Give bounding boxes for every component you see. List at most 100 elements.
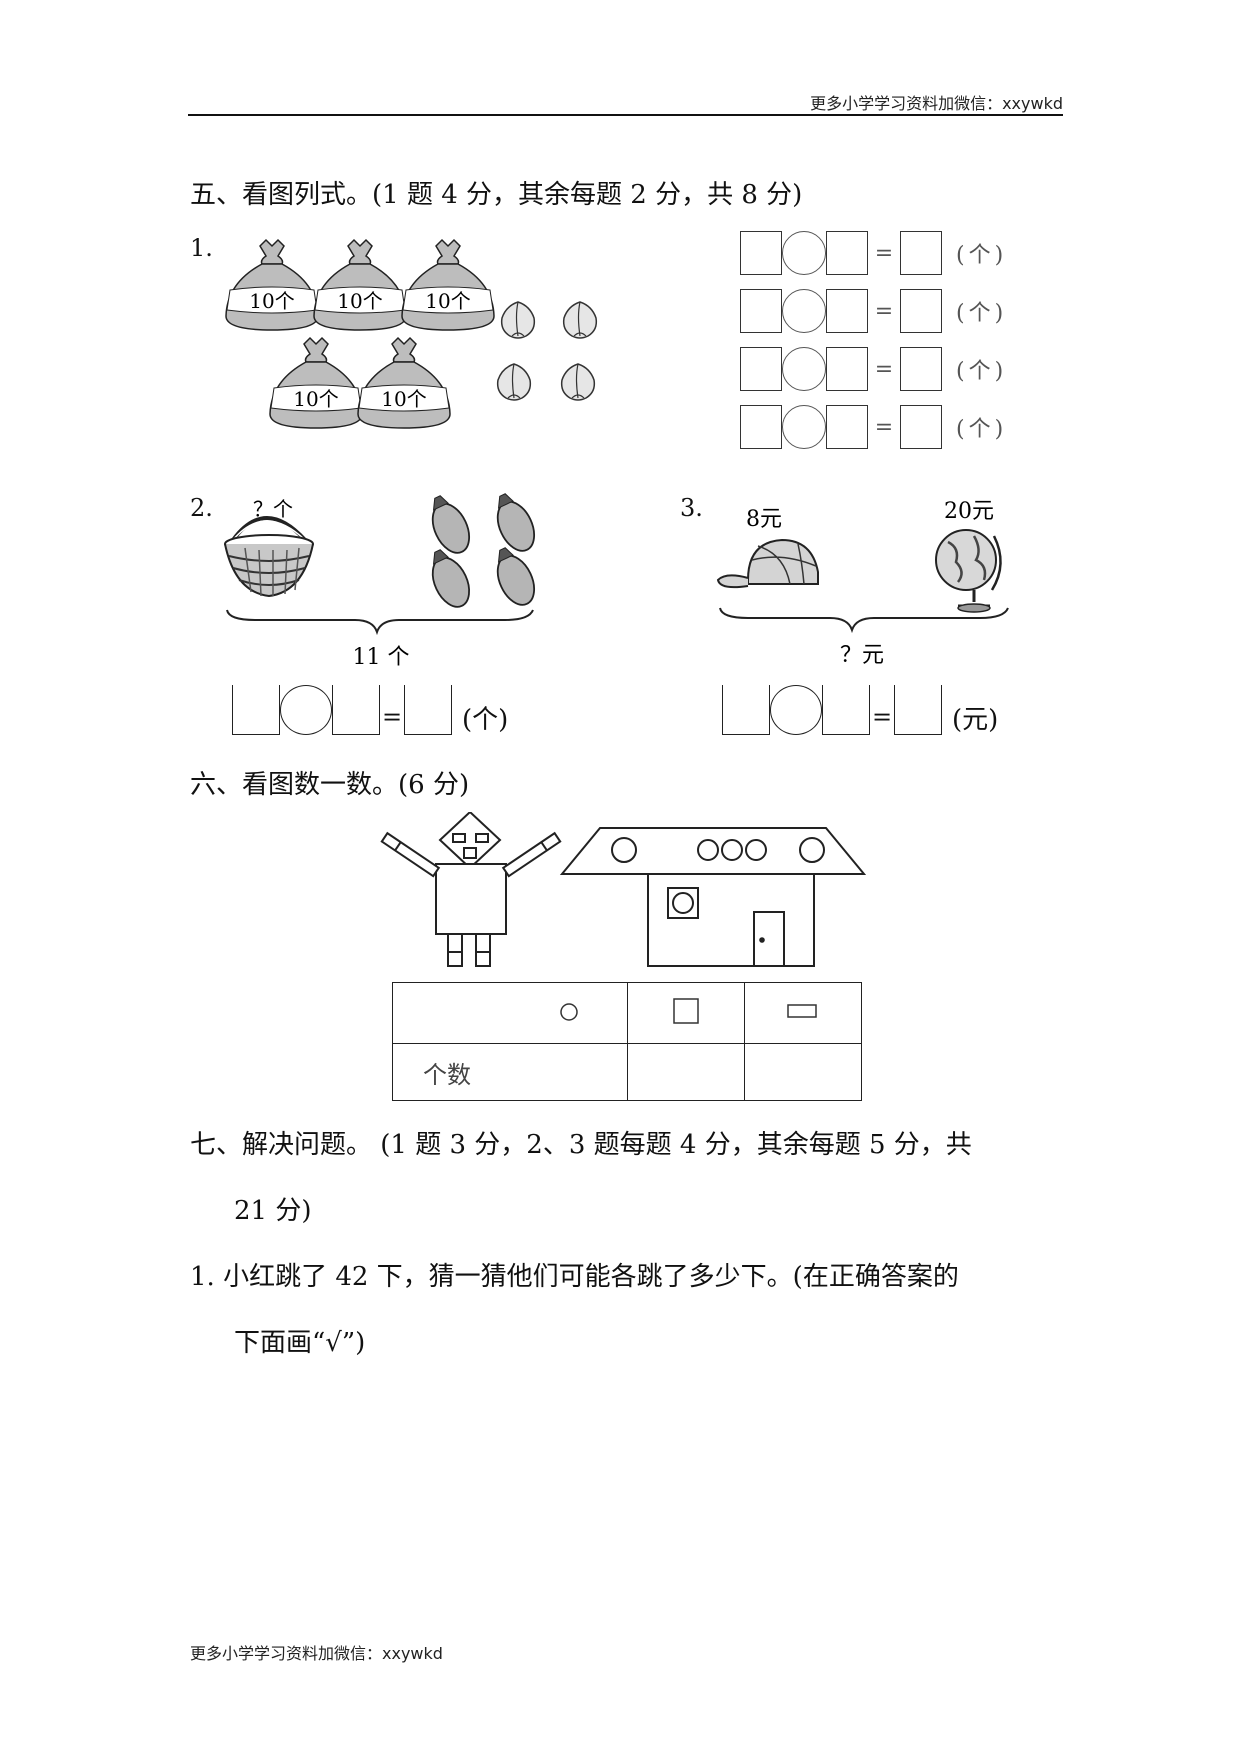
money-bag-icon [269, 337, 363, 429]
cap-icon [716, 538, 819, 589]
equation-row: = (个) [740, 288, 1007, 334]
rectangle-shape-icon [787, 1004, 817, 1018]
equals-sign: = [874, 240, 894, 266]
square-shape-icon [673, 998, 699, 1024]
table-row [392, 982, 862, 1044]
eggplant-icon [496, 493, 536, 552]
q3-equation: = (元) [722, 684, 998, 736]
total-brace [719, 607, 1009, 634]
answer-cell[interactable] [627, 1043, 745, 1101]
price-cap-label: 8元 [746, 507, 782, 532]
answer-box[interactable] [900, 231, 942, 275]
price-globe-label: 20元 [944, 499, 994, 524]
unit-label: (元) [952, 704, 999, 735]
answer-box[interactable] [900, 347, 942, 391]
peach-icon [560, 363, 596, 401]
equation-row: = (个) [740, 230, 1007, 276]
q2-picture: ？个 11 个 [224, 493, 536, 670]
money-bag-icon [401, 239, 495, 331]
header-rule [188, 114, 1063, 116]
equation-row: = (个) [740, 346, 1007, 392]
answer-box[interactable] [740, 231, 782, 275]
table-row-label: 个数 [392, 1043, 628, 1101]
q2-total-label: 11 个 [353, 645, 410, 670]
table-header-cell [392, 982, 628, 1044]
equals-sign: = [871, 703, 893, 731]
eggplant-icon [496, 547, 536, 606]
operator-circle[interactable] [280, 685, 332, 735]
section6-heading: 六、看图数一数。(6 分) [190, 770, 470, 800]
header-text: 更多小学学习资料加微信：xxywkd [810, 94, 1063, 113]
bag-label: 10个 [381, 387, 426, 411]
table-row: 个数 [392, 1043, 862, 1101]
bag-label: 10个 [249, 289, 294, 313]
peach-icon [496, 363, 532, 401]
money-bag-icon [225, 239, 319, 331]
answer-box[interactable] [894, 685, 942, 735]
answer-cell[interactable] [744, 1043, 862, 1101]
answer-box[interactable] [822, 685, 870, 735]
bag-label: 10个 [337, 289, 382, 313]
money-bag-icon [357, 337, 451, 429]
answer-box[interactable] [332, 685, 380, 735]
answer-box[interactable] [232, 685, 280, 735]
operator-circle[interactable] [782, 231, 826, 275]
answer-box[interactable] [740, 405, 782, 449]
q1-number: 1. [190, 234, 213, 262]
answer-box[interactable] [722, 685, 770, 735]
operator-circle[interactable] [782, 405, 826, 449]
peach-icon [562, 301, 598, 339]
answer-box[interactable] [826, 289, 868, 333]
bag-label: 10个 [293, 387, 338, 411]
eggplant-icon [431, 495, 471, 554]
q1-picture: 10个 10个 10个 10个 10个 [225, 239, 598, 429]
section5-heading: 五、看图列式。(1 题 4 分，其余每题 2 分，共 8 分) [190, 180, 803, 210]
operator-circle[interactable] [782, 289, 826, 333]
table-header-cell [627, 982, 745, 1044]
unit-label: (个) [956, 417, 1008, 442]
house-figure [559, 827, 867, 967]
globe-icon [935, 529, 1002, 613]
section7-q1-line2: 下面画“√”) [234, 1328, 366, 1358]
eggplant-icon [431, 549, 471, 608]
equals-sign: = [874, 356, 894, 382]
robot-figure [380, 812, 562, 967]
answer-box[interactable] [740, 289, 782, 333]
q1-equation-group: = (个) = (个) = (个) = (个) [740, 230, 1007, 450]
answer-box[interactable] [826, 347, 868, 391]
q3-number: 3. [680, 494, 703, 522]
q2-equation: = (个) [232, 684, 508, 736]
unit-label: (个) [956, 301, 1008, 326]
answer-box[interactable] [826, 405, 868, 449]
equation-row: = (个) [740, 404, 1007, 450]
peach-icon [500, 301, 536, 339]
section7-q1-line1: 1. 小红跳了 42 下，猜一猜他们可能各跳了多少下。(在正确答案的 [190, 1262, 959, 1292]
basket-icon [224, 516, 314, 598]
q3-total-label: ？元 [840, 643, 884, 668]
unit-label: (个) [956, 359, 1008, 384]
money-bag-icon [313, 239, 407, 331]
answer-box[interactable] [900, 405, 942, 449]
shapes-figure [380, 812, 867, 967]
circle-shape-icon [560, 1003, 578, 1021]
unit-label: (个) [956, 243, 1008, 268]
section7-heading-line2: 21 分) [234, 1196, 312, 1226]
equals-sign: = [874, 298, 894, 324]
equals-sign: = [381, 703, 403, 731]
q3-picture: 8元 20元 ？元 [716, 499, 1009, 668]
answer-box[interactable] [404, 685, 452, 735]
bag-label: 10个 [425, 289, 470, 313]
table-header-cell [744, 982, 862, 1044]
operator-circle[interactable] [770, 685, 822, 735]
equals-sign: = [874, 414, 894, 440]
footer-text: 更多小学学习资料加微信：xxywkd [190, 1644, 443, 1663]
operator-circle[interactable] [782, 347, 826, 391]
section7-heading-line1: 七、解决问题。 (1 题 3 分，2、3 题每题 4 分，其余每题 5 分，共 [190, 1130, 972, 1160]
answer-box[interactable] [900, 289, 942, 333]
total-brace [226, 609, 534, 636]
unit-label: (个) [462, 704, 509, 735]
answer-box[interactable] [740, 347, 782, 391]
q2-number: 2. [190, 494, 213, 522]
count-table: 个数 [392, 982, 862, 1101]
answer-box[interactable] [826, 231, 868, 275]
